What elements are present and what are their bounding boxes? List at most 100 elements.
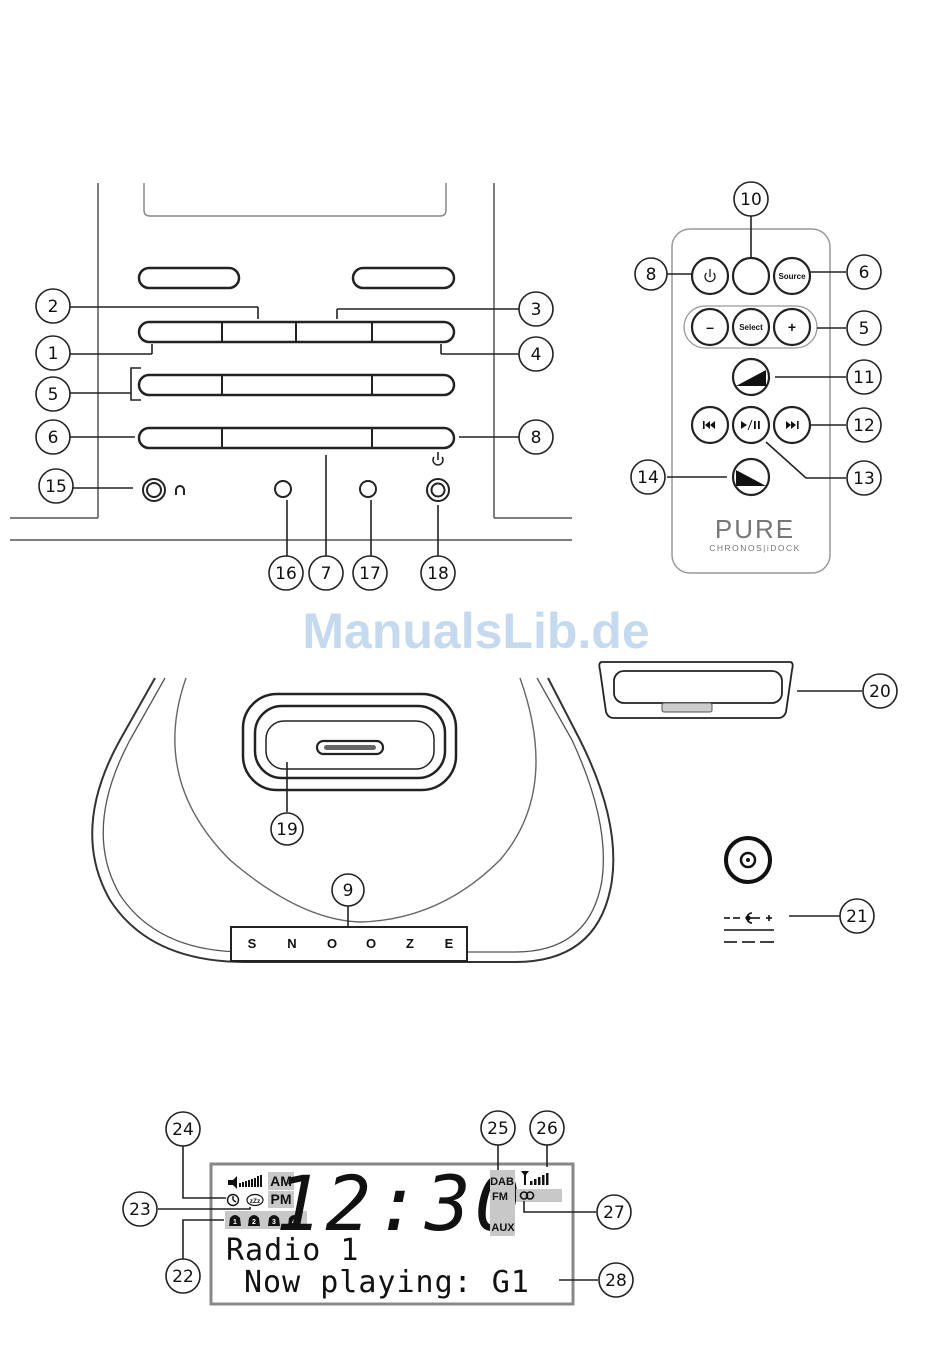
remote-play-pause-button[interactable]: [733, 407, 769, 443]
remote-prev-button[interactable]: [692, 407, 728, 443]
lcd-line-1: Radio 1: [226, 1233, 359, 1268]
svg-text:6: 6: [859, 263, 870, 283]
callout-r5: 5: [847, 311, 881, 345]
svg-text:6: 6: [48, 428, 59, 448]
svg-text:8: 8: [531, 428, 542, 448]
callout-8: 8: [519, 420, 553, 454]
remote-volume-up-button[interactable]: [733, 359, 769, 395]
callout-26: 26: [530, 1111, 564, 1145]
fm-indicator: FM: [492, 1191, 508, 1203]
svg-text:15: 15: [45, 477, 67, 497]
source-indicators: DAB FM AUX: [490, 1170, 515, 1236]
callout-r10: 10: [734, 182, 768, 216]
svg-text:1: 1: [48, 344, 59, 364]
svg-text:3: 3: [531, 300, 542, 320]
callout-20: 20: [863, 674, 897, 708]
remote-volume-down-button[interactable]: [733, 459, 769, 495]
dock-insert: [599, 662, 792, 718]
callout-7: 7: [309, 556, 343, 590]
snooze-letter: O: [366, 936, 376, 951]
dc-polarity-icon: [724, 913, 774, 942]
svg-text:Select: Select: [739, 323, 763, 332]
svg-text:Source: Source: [778, 272, 806, 281]
remote-minus-button[interactable]: –: [692, 309, 728, 345]
snooze-letter: S: [248, 936, 257, 951]
svg-text:–: –: [706, 319, 714, 335]
svg-text:2: 2: [252, 1219, 256, 1226]
button-row-3: [139, 428, 454, 448]
snooze-letter: Z: [406, 936, 414, 951]
top-right-button[interactable]: [353, 268, 454, 288]
remote-select-button[interactable]: Select: [733, 309, 769, 345]
snooze-letter: O: [327, 936, 337, 951]
remote-blank-button[interactable]: [733, 258, 769, 294]
dab-indicator: DAB: [490, 1176, 514, 1188]
remote-source-button[interactable]: Source: [774, 258, 810, 294]
sensor-17: [360, 481, 376, 497]
svg-text:11: 11: [853, 368, 875, 388]
dock-top-view: S N O O Z E: [92, 678, 613, 962]
headphone-icon: [176, 486, 184, 495]
front-panel: [10, 183, 572, 540]
power-icon: [433, 452, 443, 465]
remote-next-button[interactable]: [774, 407, 810, 443]
callout-17: 17: [353, 556, 387, 590]
callout-25: 25: [481, 1111, 515, 1145]
remote-plus-button[interactable]: +: [774, 309, 810, 345]
svg-text:22: 22: [172, 1267, 194, 1287]
callout-15: 15: [39, 469, 73, 503]
svg-text:14: 14: [637, 468, 659, 488]
svg-text:5: 5: [48, 385, 59, 405]
headphone-jack[interactable]: [143, 479, 165, 501]
button-row-2: [139, 375, 454, 395]
callout-r11: 11: [847, 360, 881, 394]
lcd-display: AM PM zZz 1 2 3: [211, 1159, 573, 1304]
svg-text:21: 21: [846, 907, 868, 927]
svg-text:9: 9: [343, 881, 354, 901]
svg-text:2: 2: [48, 297, 59, 317]
dc-input-socket[interactable]: [726, 838, 770, 882]
callout-21: 21: [840, 899, 874, 933]
remote-brand: PURE: [715, 514, 795, 544]
svg-text:23: 23: [129, 1200, 151, 1220]
svg-text:26: 26: [536, 1119, 558, 1139]
callout-r12: 12: [847, 408, 881, 442]
dock-connector[interactable]: [317, 741, 383, 754]
svg-text:13: 13: [853, 469, 875, 489]
remote-control: Source – Select +: [672, 229, 830, 573]
snooze-bar[interactable]: S N O O Z E: [231, 927, 467, 961]
svg-text:19: 19: [276, 820, 298, 840]
callout-23: 23: [123, 1192, 157, 1226]
callout-5: 5: [36, 377, 70, 411]
callout-24: 24: [166, 1112, 200, 1146]
callout-4: 4: [519, 337, 553, 371]
top-left-button[interactable]: [139, 268, 239, 288]
svg-text:25: 25: [487, 1119, 509, 1139]
svg-text:5: 5: [859, 319, 870, 339]
svg-text:16: 16: [275, 564, 297, 584]
svg-text:12: 12: [853, 416, 875, 436]
svg-text:24: 24: [172, 1120, 194, 1140]
snooze-letter: N: [287, 936, 296, 951]
sensor-16: [275, 481, 291, 497]
svg-text:20: 20: [869, 682, 891, 702]
power-button[interactable]: [427, 479, 449, 501]
callout-3: 3: [519, 292, 553, 326]
lcd-line-2: Now playing: G1: [244, 1265, 530, 1300]
callout-22: 22: [166, 1259, 200, 1293]
aux-indicator: AUX: [491, 1222, 515, 1234]
callout-18: 18: [421, 556, 455, 590]
callout-r14: 14: [631, 460, 665, 494]
svg-text:1: 1: [233, 1219, 237, 1226]
remote-power-button[interactable]: [692, 258, 728, 294]
callout-2: 2: [36, 289, 70, 323]
callout-27: 27: [597, 1195, 631, 1229]
callout-6: 6: [36, 420, 70, 454]
svg-text:17: 17: [359, 564, 381, 584]
snooze-letter: E: [445, 936, 454, 951]
svg-text:10: 10: [740, 190, 762, 210]
svg-text:8: 8: [646, 265, 657, 285]
callout-r6: 6: [847, 255, 881, 289]
svg-text:7: 7: [321, 564, 332, 584]
